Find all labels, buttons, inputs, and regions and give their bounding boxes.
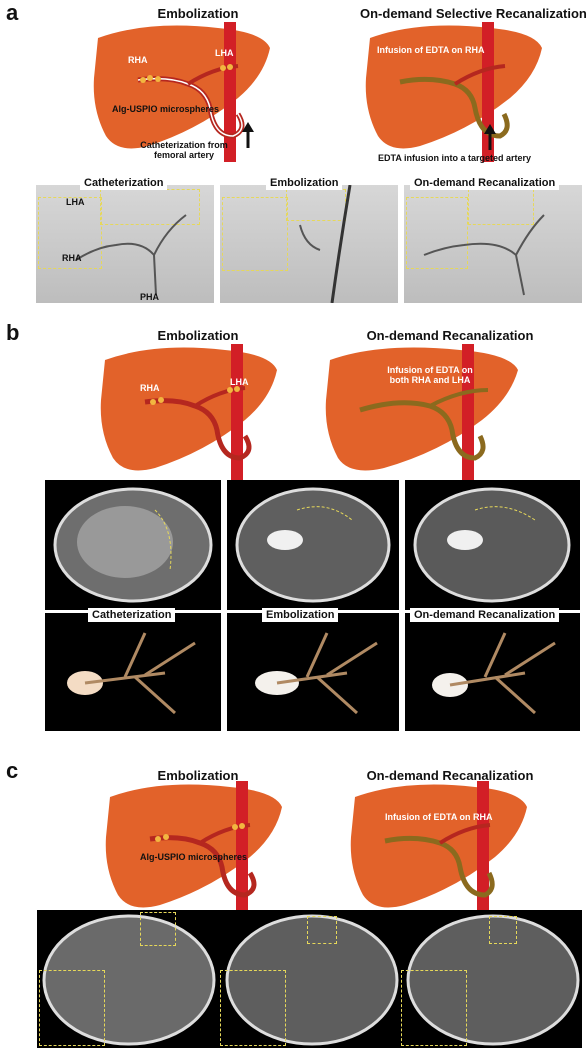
- label-lha-a: LHA: [215, 48, 234, 58]
- liver-diagram-c-right: [350, 781, 527, 913]
- angio-label-rha: RHA: [62, 253, 82, 263]
- mri-recanalization: [405, 480, 580, 610]
- render-embolization: [227, 613, 399, 731]
- panel-c-left-title: Embolization: [157, 768, 239, 783]
- panel-letter-b: b: [6, 320, 20, 345]
- mri-embolization: [227, 480, 399, 610]
- panel-letter-c: c: [6, 758, 19, 783]
- angio-label-pha: PHA: [140, 292, 160, 302]
- render-catheterization: [45, 613, 221, 731]
- render-recanalization: [405, 613, 580, 731]
- angiogram-recanalization: [404, 185, 582, 303]
- panel-b-left-title: Embolization: [157, 328, 239, 343]
- render-title-recanalization: On-demand Recanalization: [410, 608, 560, 622]
- liver-diagram-a-right: [365, 22, 542, 162]
- angio-title-embolization: Embolization: [266, 176, 343, 190]
- mri-strip-c: [37, 910, 582, 1048]
- label-infusion-c: Infusion of EDTA on RHA: [385, 812, 493, 822]
- liver-diagram-b-left: [100, 344, 277, 484]
- angiogram-catheterization: [36, 185, 214, 303]
- panel-b-right-title: On-demand Recanalization: [366, 328, 534, 343]
- angiogram-embolization: [220, 185, 398, 303]
- panel-letter-a: a: [6, 0, 19, 25]
- label-lha-b: LHA: [230, 377, 249, 387]
- label-edta-note: EDTA infusion into a targeted artery: [378, 153, 532, 163]
- render-title-catheterization: Catheterization: [88, 608, 176, 622]
- angio-label-lha: LHA: [66, 197, 85, 207]
- label-infusion-a: Infusion of EDTA on RHA: [377, 45, 485, 55]
- liver-diagram-c-left: [105, 781, 282, 913]
- angio-title-recanalization: On-demand Recanalization: [410, 176, 560, 190]
- label-microspheres-a: Alg-USPIO microspheres: [112, 104, 220, 114]
- panel-c-right-title: On-demand Recanalization: [366, 768, 534, 783]
- label-infusion-b: Infusion of EDTA on both RHA and LHA: [387, 365, 473, 385]
- label-rha-a: RHA: [128, 55, 148, 65]
- mri-catheterization: [45, 480, 221, 610]
- panel-a-right-title: On-demand Selective Recanalization: [360, 6, 587, 21]
- label-catheterization-note: Catheterization from femoral artery: [140, 140, 228, 160]
- panel-a-left-title: Embolization: [157, 6, 239, 21]
- label-rha-b: RHA: [140, 383, 160, 393]
- label-microspheres-c: Alg-USPIO microspheres: [140, 852, 248, 862]
- render-title-embolization: Embolization: [262, 608, 339, 622]
- liver-diagram-b-right: [325, 344, 518, 484]
- angio-title-catheterization: Catheterization: [80, 176, 168, 190]
- liver-diagram-a-left: [93, 22, 270, 162]
